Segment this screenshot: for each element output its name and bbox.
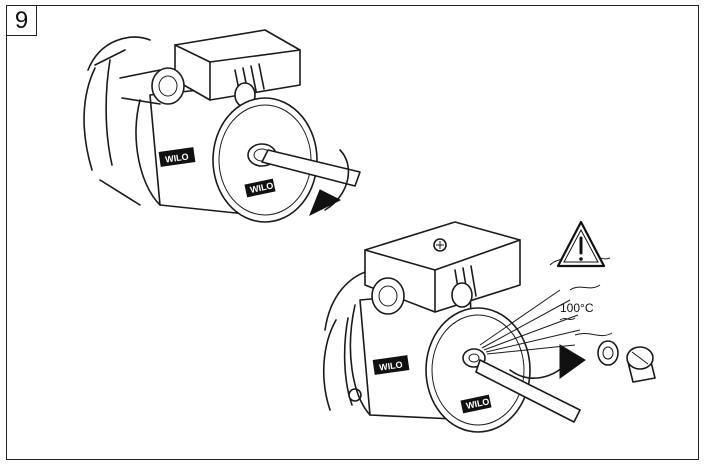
rotation-arrow-icon — [309, 149, 350, 217]
pump-bottom: WILO WILO 100°C — [322, 220, 656, 433]
svg-text:WILO: WILO — [465, 396, 490, 411]
step-number: 9 — [6, 5, 37, 36]
screw-plug — [626, 346, 656, 383]
svg-text:WILO: WILO — [379, 359, 404, 372]
wilo-logo-top-body: WILO — [158, 147, 196, 167]
temperature-label: 100°C — [560, 301, 594, 315]
cable-gland-bottom — [371, 277, 405, 315]
rotation-arrow-icon — [509, 344, 586, 379]
wilo-logo-bottom-body: WILO — [372, 355, 410, 375]
step-number-label: 9 — [14, 6, 29, 34]
steam-icon — [479, 253, 613, 355]
wilo-logo-top-cap: WILO — [244, 178, 276, 198]
figure-frame — [6, 5, 699, 460]
cable-gland-top — [119, 67, 185, 105]
seal-ring — [597, 340, 619, 366]
svg-text:WILO: WILO — [165, 151, 190, 164]
warning-triangle-icon — [556, 220, 606, 268]
pump-top: WILO WILO — [83, 29, 361, 223]
svg-text:WILO: WILO — [249, 180, 274, 195]
wilo-logo-bottom-cap: WILO — [460, 394, 492, 414]
